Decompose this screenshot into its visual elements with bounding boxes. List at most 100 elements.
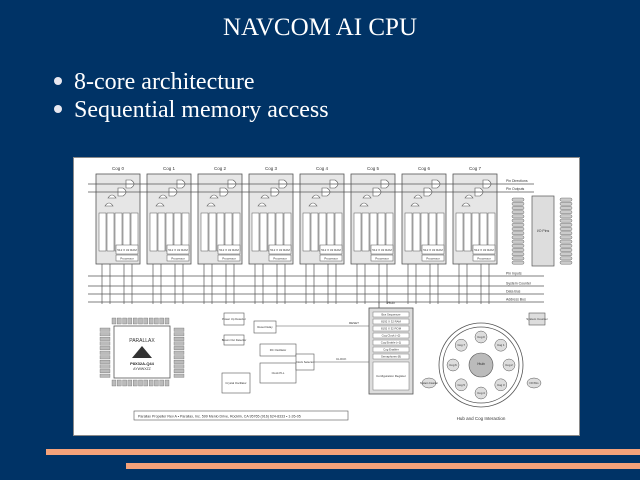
cog-ram-block: [166, 244, 190, 255]
chip-pin: [117, 379, 122, 387]
chip-pin: [159, 317, 164, 325]
cog-ram-block: [472, 244, 496, 255]
cog-ram-block: [115, 244, 139, 255]
chip-pin: [99, 369, 111, 373]
cog-ram-block: [268, 244, 292, 255]
ring-cog: [446, 358, 460, 372]
pin-label-box: [559, 235, 573, 240]
cog-ram-block: [370, 244, 394, 255]
pin-label-box: [559, 248, 573, 252]
chip-pin: [117, 317, 122, 325]
cog-processor-block: [421, 254, 445, 262]
hub-block-label: Cog Enable (+1): [381, 341, 402, 345]
cog-processor-label: Processor: [375, 257, 389, 261]
cog-label: Cog 7: [469, 166, 482, 171]
chip-pin: [99, 360, 111, 364]
hub-block: [372, 318, 410, 325]
chip-pin: [99, 337, 111, 341]
cog-processor-label: Processor: [120, 257, 134, 261]
cog-register-block: [200, 212, 209, 252]
hub-block: [372, 339, 410, 346]
cog-label: Cog 3: [265, 166, 278, 171]
ring-cog: [454, 378, 468, 392]
cog-label: Cog 1: [163, 166, 176, 171]
pin-label-box: [559, 218, 573, 223]
gate-icon: [413, 194, 423, 199]
pin-label-box: [559, 239, 573, 244]
clock-block: [221, 372, 251, 394]
pin-label-box: [559, 256, 573, 261]
pin-label-box: [511, 214, 525, 219]
gate-icon: [206, 202, 216, 207]
chip-pin: [173, 373, 185, 378]
chip-pin: [154, 379, 159, 387]
chip-pin: [99, 355, 111, 360]
chip-pin: [173, 364, 185, 369]
hub-block-label: Cog Clock (+2): [382, 334, 401, 338]
hub-block-label: 8192 X 32 RAM: [381, 320, 401, 324]
chip-pin: [173, 355, 185, 360]
gate-icon: [410, 202, 420, 207]
pin-label-box: [559, 222, 573, 227]
bullet-item: Sequential memory access: [52, 96, 329, 124]
clock-block-label: Clock PLL: [272, 371, 285, 375]
chip-pin: [99, 341, 111, 346]
ring-cog-label: Cog 5: [457, 383, 465, 387]
gate-icon: [260, 194, 270, 199]
pin-label-box: [559, 202, 573, 206]
bullet-text: Sequential memory access: [74, 97, 329, 123]
bullet-list: 8-core architecture Sequential memory ac…: [52, 68, 329, 124]
cog-register-block: [310, 212, 319, 252]
cog-register-block: [463, 212, 472, 252]
chip-pin: [99, 350, 111, 355]
ring-io-pins: [526, 377, 542, 389]
footer-text: Parallax Propeller Rev A • Parallax, Inc…: [138, 415, 301, 419]
ring-cog-label: Cog 7: [457, 343, 465, 347]
ring-cog: [474, 386, 488, 400]
cog-register-block: [302, 212, 311, 252]
cog-register-block: [251, 212, 260, 252]
pin-label-box: [559, 252, 573, 256]
cog-register-block: [353, 212, 362, 252]
chip-pin: [173, 337, 185, 341]
cog-label: Cog 2: [214, 166, 227, 171]
config-register-block: [372, 361, 410, 391]
gate-icon: [107, 194, 117, 199]
clock-block-label: Clock Selector: [296, 360, 314, 364]
gate-icon: [104, 202, 114, 207]
clock-block: [253, 320, 277, 334]
hub-title: Hub: [387, 300, 395, 305]
ring-cog-label: Cog 2: [505, 363, 513, 367]
chip-pin: [99, 364, 111, 369]
chip-brand: PARALLAX: [129, 338, 155, 344]
cog-ram-block: [217, 244, 241, 255]
pin-label-box: [511, 202, 525, 206]
cog-ram-label: 512 X 32 RAM: [117, 248, 137, 252]
chip-pin: [173, 346, 185, 350]
chip-pin: [99, 327, 111, 332]
chip-pin: [164, 317, 170, 325]
ring-extra-label: System Counter: [420, 382, 438, 385]
chip-pin: [173, 341, 185, 346]
cog-processor-block: [472, 254, 496, 262]
clock-block: [223, 334, 245, 346]
pin-label-box: [511, 227, 525, 231]
ring-caption: Hub and Cog Interaction: [457, 416, 506, 421]
system-counter-block: [528, 312, 546, 326]
pin-label-box: [511, 239, 525, 244]
cog-ram-block: [319, 244, 343, 255]
clock-block-label: Brown Out Detector: [222, 338, 247, 342]
bullet-text: 8-core architecture: [74, 69, 255, 95]
chip-code: AYWWXZZ: [133, 367, 151, 371]
ring-hub-label: Hub: [477, 361, 485, 366]
clock-label: CLOCK: [336, 357, 346, 361]
chip-pin: [127, 317, 133, 325]
hub-block: [372, 332, 410, 339]
hub-block: [372, 325, 410, 332]
hub-block: [372, 311, 410, 318]
cog-ram-label: 512 X 32 RAM: [423, 248, 443, 252]
hub-block-label: Bus Sequencer: [381, 313, 400, 317]
gate-icon: [308, 202, 318, 207]
cog-ram-label: 512 X 32 RAM: [372, 248, 392, 252]
pin-label-box: [511, 235, 525, 240]
